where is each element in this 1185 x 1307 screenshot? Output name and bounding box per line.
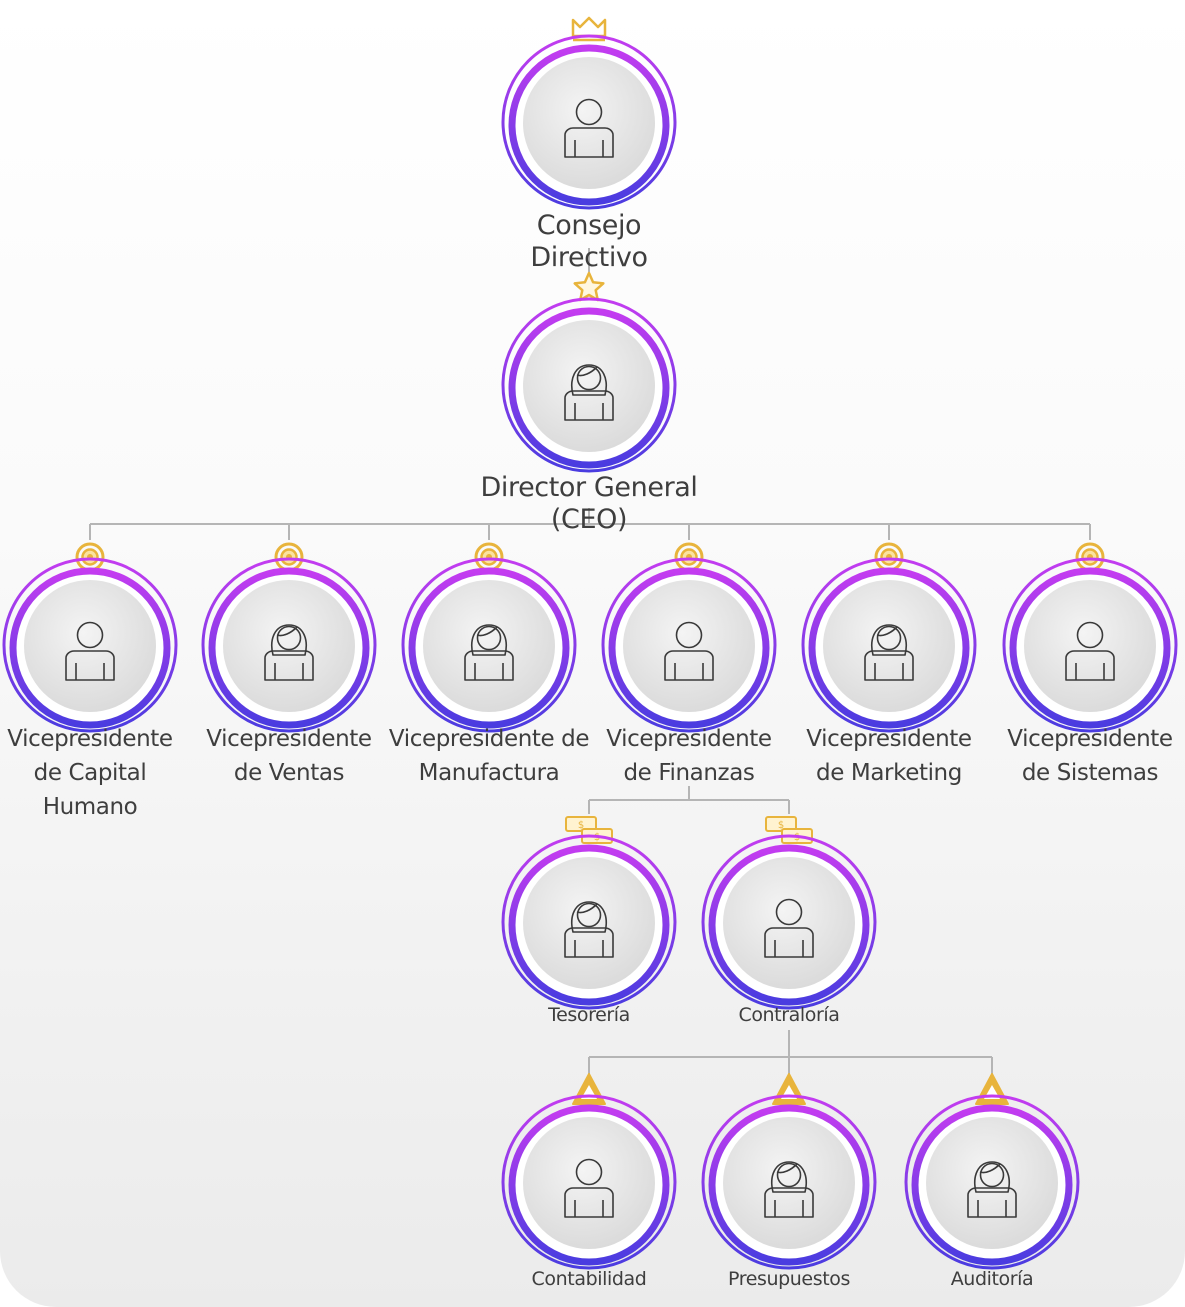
avatar <box>199 555 379 735</box>
node-label: Vicepresidente de Manufactura <box>388 726 590 786</box>
svg-text:$: $ <box>578 820 584 831</box>
node-label: Auditoría <box>950 1268 1034 1290</box>
target-icon <box>62 540 118 574</box>
man-icon <box>764 898 814 958</box>
crown-icon <box>561 10 617 44</box>
node-label: Vicepresidente de Finanzas <box>606 726 772 786</box>
avatar <box>699 1092 879 1272</box>
man-icon <box>65 621 115 681</box>
node-label: Presupuestos <box>727 1268 850 1290</box>
man-icon <box>1065 621 1115 681</box>
woman-icon <box>764 1161 814 1218</box>
woman-icon <box>564 901 614 958</box>
man-icon <box>564 1158 614 1218</box>
node-label: Vicepresidente de Ventas <box>206 726 372 786</box>
node-label: Vicepresidente de Sistemas <box>1007 726 1173 786</box>
node-label: Director General (CEO) <box>480 472 698 535</box>
woman-icon <box>967 1161 1017 1218</box>
target-icon <box>461 540 517 574</box>
man-icon <box>664 621 714 681</box>
avatar <box>499 295 679 475</box>
avatar <box>499 1092 679 1272</box>
avatar <box>1000 555 1180 735</box>
avatar <box>499 832 679 1012</box>
star-icon <box>561 270 617 304</box>
woman-icon <box>464 624 514 681</box>
avatar <box>799 555 979 735</box>
avatar <box>399 555 579 735</box>
woman-icon <box>564 364 614 421</box>
node-label: Tesorería <box>548 1004 630 1026</box>
node-label: Contraloría <box>738 1004 840 1026</box>
node-label: Vicepresidente de Marketing <box>806 726 972 786</box>
node-label: Vicepresidente de Capital Humano <box>7 726 173 820</box>
avatar <box>0 555 180 735</box>
avatar <box>599 555 779 735</box>
woman-icon <box>864 624 914 681</box>
avatar <box>699 832 879 1012</box>
avatar <box>499 32 679 212</box>
avatar <box>902 1092 1082 1272</box>
woman-icon <box>264 624 314 681</box>
svg-text:$: $ <box>778 820 784 831</box>
man-icon <box>564 98 614 158</box>
node-label: Contabilidad <box>531 1268 647 1290</box>
node-label: Consejo Directivo <box>530 210 648 273</box>
